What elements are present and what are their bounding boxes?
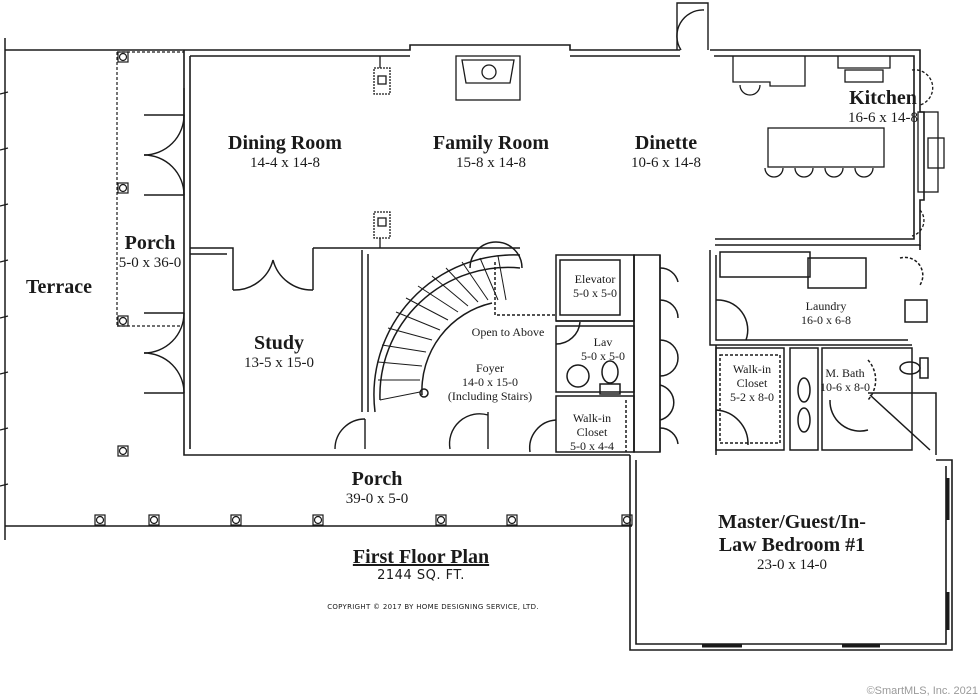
room-dims: 5-0 x 36-0 — [118, 255, 182, 271]
exterior-walls — [183, 44, 925, 456]
room-dims: 13-5 x 15-0 — [244, 355, 314, 371]
room-name: Master/Guest/In- — [718, 511, 866, 533]
room-kitchen: Kitchen 16-6 x 14-8 — [848, 87, 918, 127]
room-name: Lav — [593, 335, 613, 349]
plan-title: First Floor Plan — [352, 546, 490, 568]
fireplace — [373, 55, 521, 248]
room-dinette: Dinette 10-6 x 14-8 — [631, 132, 701, 172]
room-name: Dining Room — [228, 132, 342, 154]
room-dims: 10-6 x 8-0 — [820, 379, 870, 394]
room-study: Study 13-5 x 15-0 — [244, 332, 314, 372]
interior-walls — [190, 241, 937, 455]
room-name: Walk-in — [572, 411, 612, 425]
room-side-porch: Porch 5-0 x 36-0 — [119, 232, 182, 272]
room-name: Porch — [351, 468, 403, 490]
room-dims: 5-2 x 8-0 — [730, 389, 774, 404]
room-dining: Dining Room 14-4 x 14-8 — [228, 132, 342, 172]
room-name: Open to Above — [471, 325, 545, 339]
room-dims: 10-6 x 14-8 — [631, 155, 701, 171]
room-lav: Lav 5-0 x 5-0 — [581, 335, 625, 364]
room-name: Porch — [124, 232, 176, 254]
room-name: Foyer — [475, 361, 504, 375]
terrace-outline — [0, 38, 632, 540]
room-dims: 23-0 x 14-0 — [756, 557, 827, 573]
front-doors — [334, 412, 489, 450]
porch-columns — [94, 51, 633, 526]
room-name: Study — [253, 332, 305, 354]
room-walkin-closet-2: Walk-in Closet 5-2 x 8-0 — [730, 362, 774, 404]
kitchen-fixtures — [732, 56, 945, 237]
room-laundry: Laundry 16-0 x 6-8 — [801, 299, 851, 328]
watermark: ©SmartMLS, Inc. 2021 — [866, 685, 978, 697]
room-bedroom: Master/Guest/In- Law Bedroom #1 23-0 x 1… — [718, 511, 866, 574]
room-name: Terrace — [26, 276, 92, 298]
copyright-notice: COPYRIGHT © 2017 BY HOME DESIGNING SERVI… — [327, 603, 539, 611]
room-name: Walk-in — [732, 362, 772, 376]
room-dims: 16-6 x 14-8 — [848, 110, 918, 126]
room-family: Family Room 15-8 x 14-8 — [433, 132, 549, 172]
bedroom-wing — [629, 455, 953, 651]
room-name-line2: Law Bedroom #1 — [718, 534, 866, 556]
room-dims: 15-8 x 14-8 — [456, 155, 526, 171]
room-terrace: Terrace — [26, 276, 92, 299]
room-name: Dinette — [634, 132, 698, 154]
room-name: Elevator — [574, 272, 616, 286]
room-dims: 14-0 x 15-0 — [461, 374, 518, 389]
room-dims: 14-4 x 14-8 — [250, 155, 320, 171]
room-front-porch: Porch 39-0 x 5-0 — [346, 468, 409, 508]
room-elevator: Elevator 5-0 x 5-0 — [573, 272, 617, 301]
room-name-line2: Closet — [736, 375, 768, 390]
west-doors — [143, 88, 185, 394]
room-master-bath: M. Bath 10-6 x 8-0 — [820, 366, 870, 395]
room-name: Kitchen — [849, 87, 917, 109]
back-entry — [676, 2, 709, 51]
room-dims: 5-0 x 4-4 — [570, 438, 614, 453]
room-foyer: Foyer 14-0 x 15-0 (Including Stairs) — [447, 361, 533, 403]
room-name: Laundry — [805, 299, 847, 313]
open-to-above-label: Open to Above — [471, 325, 545, 340]
room-dims: 39-0 x 5-0 — [345, 491, 409, 507]
room-dims: 5-0 x 5-0 — [581, 348, 625, 363]
room-name: M. Bath — [825, 366, 865, 380]
room-walkin-closet-1: Walk-in Closet 5-0 x 4-4 — [570, 411, 614, 453]
side-porch-outline — [116, 51, 184, 327]
room-dims: 5-0 x 5-0 — [573, 285, 617, 300]
room-name-line2: Closet — [576, 424, 608, 439]
room-note: (Including Stairs) — [447, 388, 533, 403]
plan-title-block: First Floor Plan 2144 SQ. FT. — [353, 546, 489, 584]
room-dims: 16-0 x 6-8 — [801, 312, 851, 327]
room-name: Family Room — [432, 132, 550, 154]
plan-area: 2144 SQ. FT. — [377, 568, 465, 583]
